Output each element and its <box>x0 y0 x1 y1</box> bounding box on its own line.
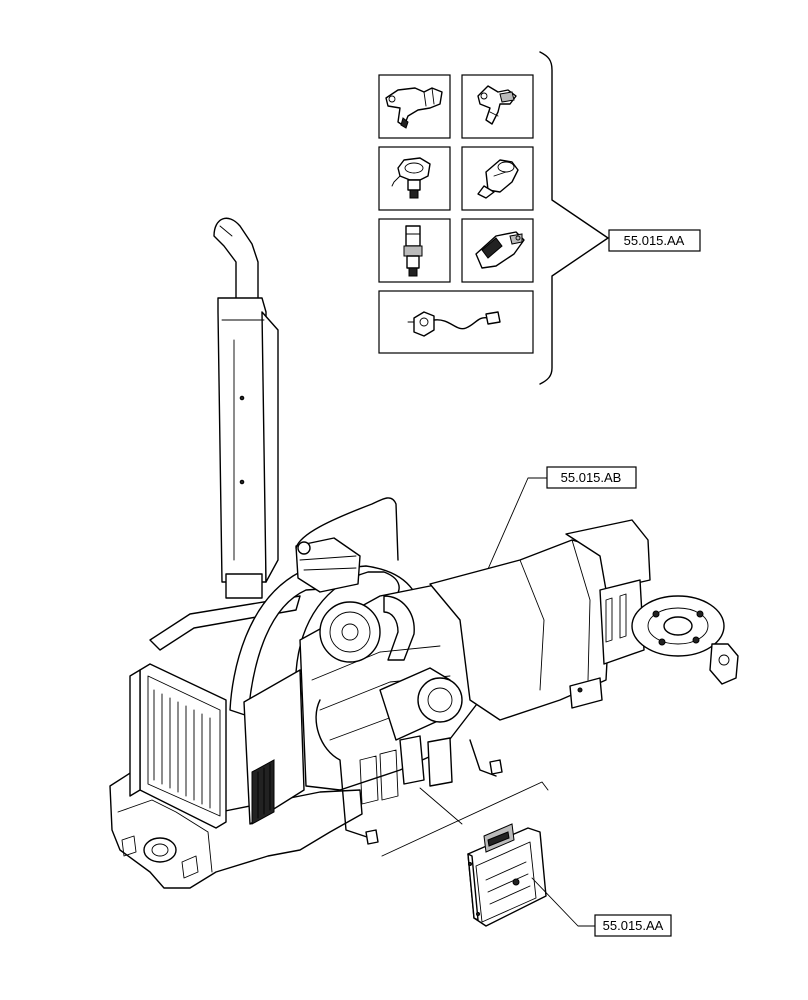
rear-flange <box>631 595 739 685</box>
pressure-sensor-icon <box>385 87 443 129</box>
callout-sensors-box[interactable] <box>608 229 701 252</box>
transmission <box>429 519 651 721</box>
callout-harness[interactable]: 55.015.AB <box>469 466 637 611</box>
fuel-filters <box>399 735 453 787</box>
tractor-chassis <box>109 217 739 889</box>
callout-ecu-box[interactable] <box>594 914 672 937</box>
callout-harness-box[interactable] <box>546 466 637 489</box>
pressure-switch-icon <box>403 225 423 277</box>
engine-block <box>295 537 481 805</box>
ecu-leader-to-engine <box>419 787 463 825</box>
fan-pulley <box>319 601 381 663</box>
harness-sensor-icon <box>407 311 501 337</box>
callout-sensors[interactable]: 55.015.AA <box>608 229 701 252</box>
callout-ecu-label[interactable]: 55.015.AA <box>603 918 664 933</box>
callout-harness-leader <box>469 477 548 611</box>
radiator <box>129 663 227 829</box>
front-axle-bore <box>143 837 177 863</box>
callout-sensors-label[interactable]: 55.015.AA <box>624 233 685 248</box>
sensor-grid <box>378 51 609 385</box>
callout-ecu-leader <box>531 877 596 927</box>
intake-pipe <box>383 595 415 661</box>
rear-connector <box>709 643 739 685</box>
coolant-tank <box>295 537 361 593</box>
callout-ecu[interactable]: 55.015.AA <box>531 877 672 937</box>
position-sensor-icon <box>477 159 519 199</box>
wire-harness <box>295 497 497 839</box>
connector-sensor-icon <box>475 231 525 269</box>
alternator <box>417 677 463 723</box>
callout-harness-label[interactable]: 55.015.AB <box>561 470 622 485</box>
exhaust-stack <box>213 217 279 599</box>
sensor-group-bracket <box>539 51 609 385</box>
ecu-perspective-line <box>381 781 549 857</box>
temperature-sensor-icon <box>391 157 431 199</box>
sensor-cell-7[interactable] <box>378 290 534 354</box>
speed-sensor-icon <box>477 85 517 125</box>
ecu-module <box>381 781 549 927</box>
